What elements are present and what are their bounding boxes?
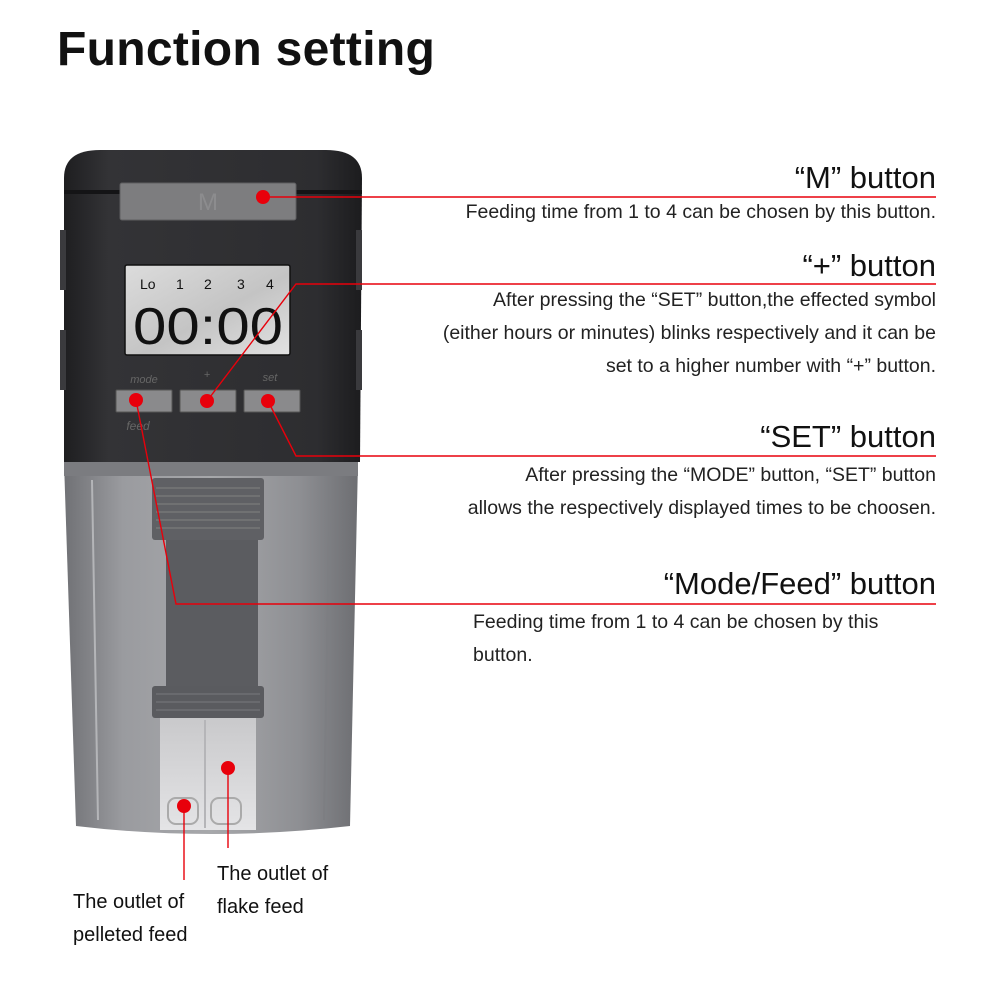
plus-button-desc-line: After pressing the “SET” button,the effe…: [493, 289, 936, 311]
mode-feed-callout-line: [135, 399, 936, 605]
flake-outlet-label: The outlet of flake feed: [217, 858, 328, 924]
lcd-label-4: 4: [266, 276, 274, 292]
pelleted-outlet-marker: [177, 799, 191, 813]
mode-feed-desc-line: Feeding time from 1 to 4 can be chosen b…: [473, 611, 879, 633]
pelleted-outlet-line: The outlet of: [73, 891, 185, 913]
mode-feed-button-description: Feeding time from 1 to 4 can be chosen b…: [473, 606, 878, 672]
plus-button-marker: [200, 394, 214, 408]
set-button-heading: “SET” button: [760, 419, 936, 454]
mode-label: mode: [130, 374, 158, 386]
m-button[interactable]: M: [119, 182, 297, 221]
m-button-label: M: [198, 189, 218, 216]
page-title: Function setting: [57, 23, 436, 76]
m-button-marker: [256, 190, 270, 204]
mode-feed-button-heading: “Mode/Feed” button: [663, 566, 936, 601]
mode-feed-button[interactable]: [115, 389, 173, 413]
lcd-time: 00:00: [133, 298, 283, 356]
m-button-desc-line: Feeding time from 1 to 4 can be chosen b…: [465, 201, 936, 223]
set-button-desc-line: allows the respectively displayed times …: [467, 497, 936, 519]
set-callout-line: [267, 400, 936, 457]
lcd-label-lo: Lo: [140, 276, 156, 292]
lcd-label-2: 2: [204, 276, 212, 292]
set-button-description: After pressing the “MODE” button, “SET” …: [468, 459, 936, 525]
lcd-label-1: 1: [176, 276, 184, 292]
feed-label: feed: [126, 419, 150, 433]
flake-outlet-marker: [221, 761, 235, 775]
lcd-screen: Lo 1 2 3 4 00:00: [124, 264, 291, 356]
sliding-door: [152, 478, 264, 718]
m-button-heading: “M” button: [794, 160, 936, 195]
flake-outlet-line: flake feed: [217, 896, 304, 918]
lcd-label-3: 3: [237, 276, 245, 292]
plus-button-desc-line: (either hours or minutes) blinks respect…: [442, 322, 936, 344]
plus-button-heading: “+” button: [802, 248, 936, 283]
set-label: set: [263, 372, 279, 384]
callout-lines: [135, 196, 936, 880]
pelleted-outlet-label: The outlet of pelleted feed: [73, 886, 188, 952]
plus-button-description: After pressing the “SET” button,the effe…: [443, 284, 936, 383]
set-button-marker: [261, 394, 275, 408]
m-button-description: Feeding time from 1 to 4 can be chosen b…: [466, 196, 936, 229]
set-button-desc-line: After pressing the “MODE” button, “SET” …: [525, 464, 936, 486]
mode-feed-desc-line: button.: [473, 644, 533, 666]
flake-outlet-line: The outlet of: [217, 863, 329, 885]
plus-label: +: [204, 369, 211, 381]
plus-button-desc-line: set to a higher number with “+” button.: [605, 355, 936, 377]
mode-feed-button-marker: [129, 393, 143, 407]
pelleted-outlet-line: pelleted feed: [73, 924, 188, 946]
outlet-window: [160, 718, 256, 830]
plus-callout-line: [206, 283, 936, 402]
